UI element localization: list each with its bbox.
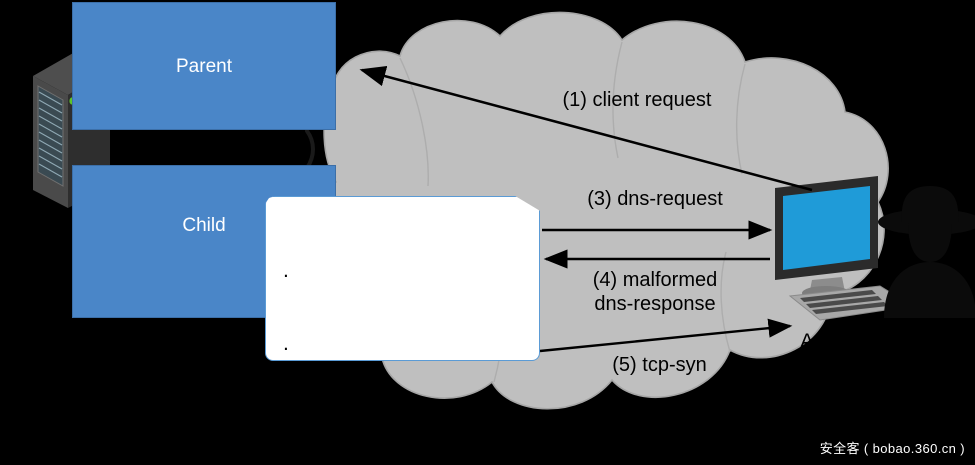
flow-label-4: (4) malformed dns-response (592, 269, 718, 316)
process-box-parent: Parent (72, 2, 336, 130)
arrow-flow-1 (359, 65, 813, 192)
process-label-parent: Parent (176, 56, 232, 77)
code-callout: . . getaddrinfo(&addr) connect(addr) (265, 196, 540, 361)
arrow-flow-5 (539, 318, 793, 353)
server-vents (38, 91, 63, 178)
process-label-child: Child (182, 215, 226, 236)
fork-bracket-icon (305, 129, 315, 170)
watermark: 安全客 ( bobao.360.cn ) (819, 441, 965, 456)
callout-dot-2: . (283, 332, 289, 356)
attacker-silhouette-icon (878, 186, 975, 318)
callout-dot-1: . (283, 259, 289, 283)
attacker-workstation-icon (775, 176, 914, 321)
keyboard-keys (800, 290, 888, 314)
code-callout-body: . . getaddrinfo(&addr) connect(addr) (283, 209, 458, 361)
flow-label-3: (3) dns-request (587, 188, 723, 210)
monitor-screen (783, 186, 870, 270)
flow-label-5: (5) tcp-syn (612, 354, 707, 376)
flow-label-1: (1) client request (562, 89, 712, 111)
attacker-node-label: A (800, 330, 815, 353)
